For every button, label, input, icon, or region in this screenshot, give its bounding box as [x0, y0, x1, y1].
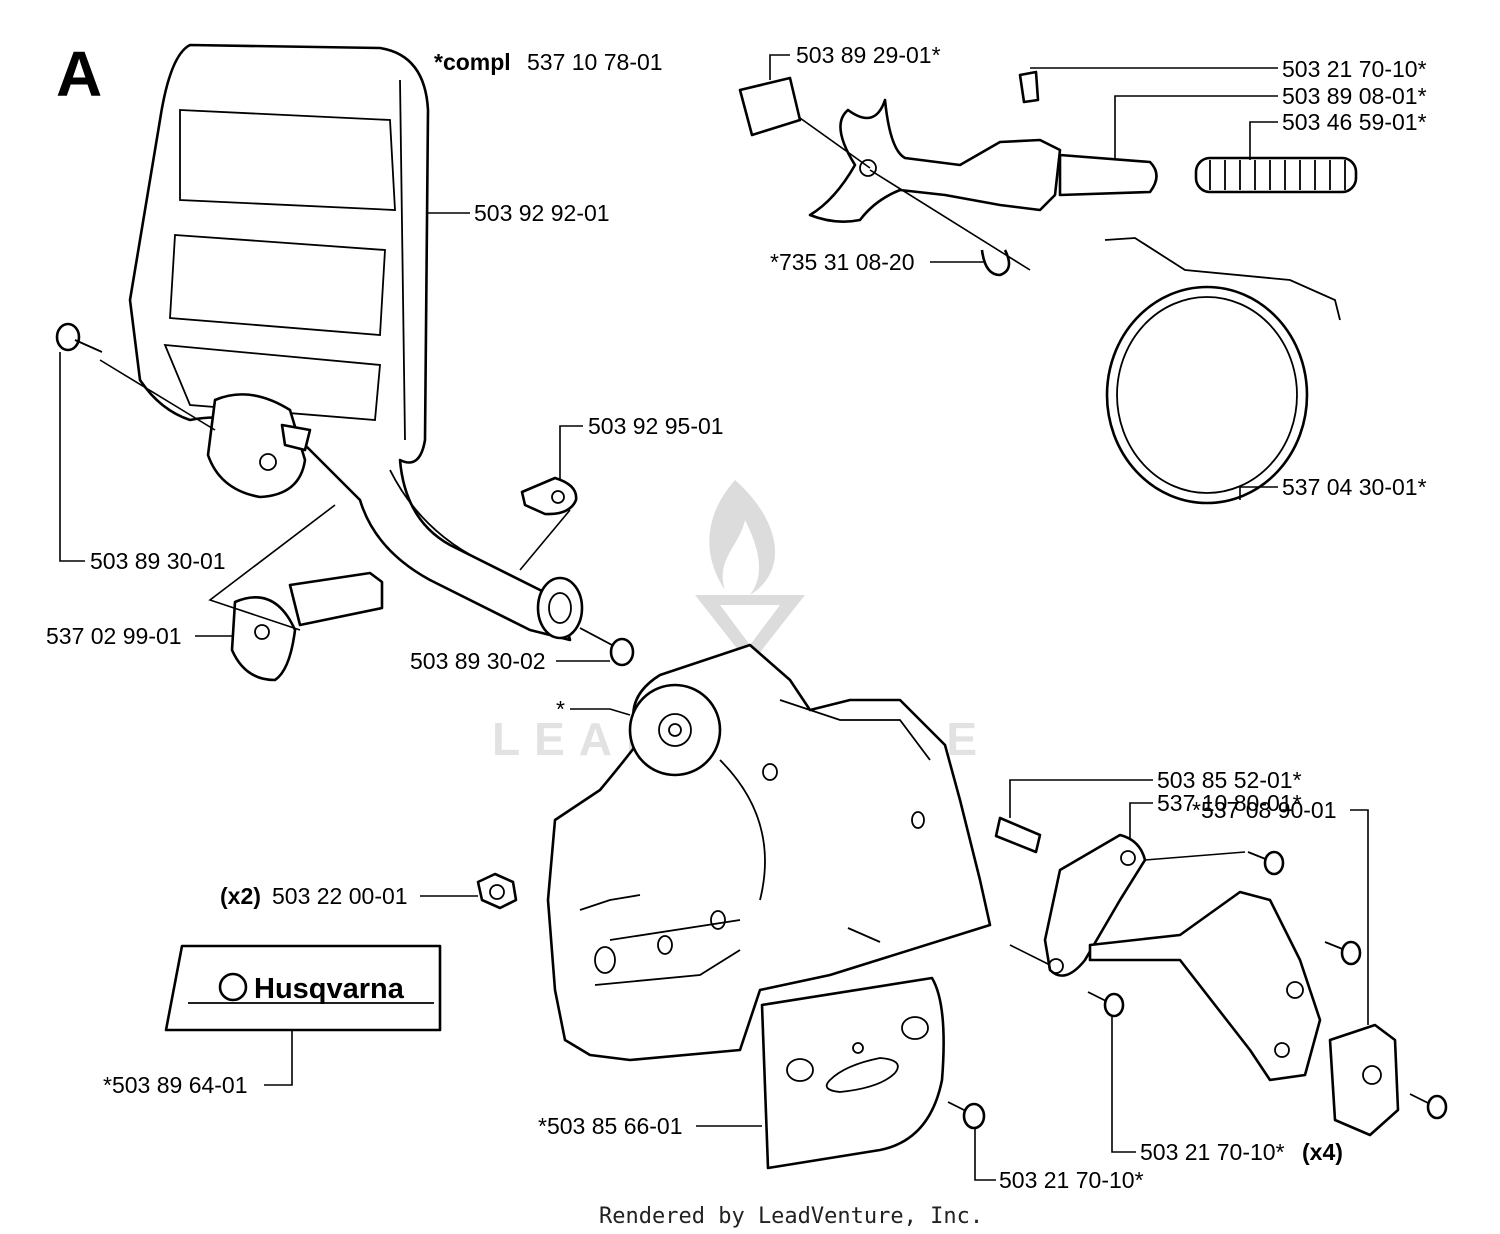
- label-p16-prefix: (x2): [220, 883, 261, 909]
- watermark-flame-icon: [709, 480, 776, 595]
- bolt-icon: [1324, 940, 1362, 966]
- bolt-icon: [947, 1101, 986, 1130]
- label-p8: 537 04 30-01*: [1282, 474, 1427, 500]
- watermark-v-icon: [695, 595, 805, 665]
- stop-piece: [230, 571, 384, 682]
- label-p17: *503 89 64-01: [103, 1072, 248, 1098]
- label-p6: *735 31 08-20: [770, 249, 915, 275]
- bolt-icon: [1247, 850, 1285, 876]
- husqvarna-decal: Husqvarna: [164, 944, 442, 1032]
- bolt-icon: [579, 627, 635, 667]
- label-p1: 503 89 29-01*: [796, 42, 941, 68]
- bolt-icon: [1409, 1093, 1448, 1120]
- label-p19: 503 21 70-10*: [999, 1167, 1144, 1193]
- label-p16: 503 22 00-01: [272, 883, 408, 909]
- label-p4: 503 46 59-01*: [1282, 109, 1427, 135]
- part-labels: 503 89 29-01* 503 21 70-10* 503 89 08-01…: [46, 42, 1427, 1193]
- leader-lines: [59, 54, 1369, 1181]
- spring-icon: [1194, 156, 1358, 194]
- footer-credit: Rendered by LeadVenture, Inc.: [599, 1204, 983, 1229]
- label-p2: 503 21 70-10*: [1282, 56, 1427, 82]
- chain-catcher-cover: [1043, 833, 1400, 1137]
- brand-logo-text: Husqvarna: [254, 973, 405, 1005]
- label-p5: 503 92 92-01: [474, 200, 610, 226]
- brake-band: [1104, 237, 1341, 505]
- husqvarna-crown-icon: [218, 972, 248, 1002]
- pin-icon: [994, 816, 1042, 854]
- label-p20-suffix: (x4): [1302, 1139, 1343, 1165]
- compl-number: 537 10 78-01: [527, 49, 663, 75]
- label-p10: 537 02 99-01: [46, 623, 182, 649]
- label-p3: 503 89 08-01*: [1282, 83, 1427, 109]
- guard-pivot-hub: [206, 393, 312, 499]
- label-p13: 503 85 52-01*: [1157, 767, 1302, 793]
- brake-lever-assembly: [738, 70, 1158, 223]
- label-p14: 537 10 80-01*: [1157, 790, 1302, 816]
- label-p20: 503 21 70-10*: [1140, 1139, 1285, 1165]
- label-p12: *: [556, 696, 565, 722]
- nut-icon: [476, 872, 518, 910]
- compl-prefix: *compl: [434, 49, 511, 75]
- bar-plate: [760, 976, 945, 1170]
- bolt-icon: [1087, 991, 1125, 1018]
- section-letter: A: [56, 38, 102, 110]
- label-p9: 503 89 30-01: [90, 548, 226, 574]
- label-p18: *503 85 66-01: [538, 1113, 683, 1139]
- label-p15: *537 08 90-01: [1192, 797, 1337, 823]
- label-p7: 503 92 95-01: [588, 413, 724, 439]
- washer-icon: [520, 476, 578, 516]
- front-hand-guard: [128, 43, 584, 642]
- clutch-cover: [546, 643, 992, 1062]
- label-p11: 503 89 30-02: [410, 648, 546, 674]
- bolt-icon: [55, 322, 103, 353]
